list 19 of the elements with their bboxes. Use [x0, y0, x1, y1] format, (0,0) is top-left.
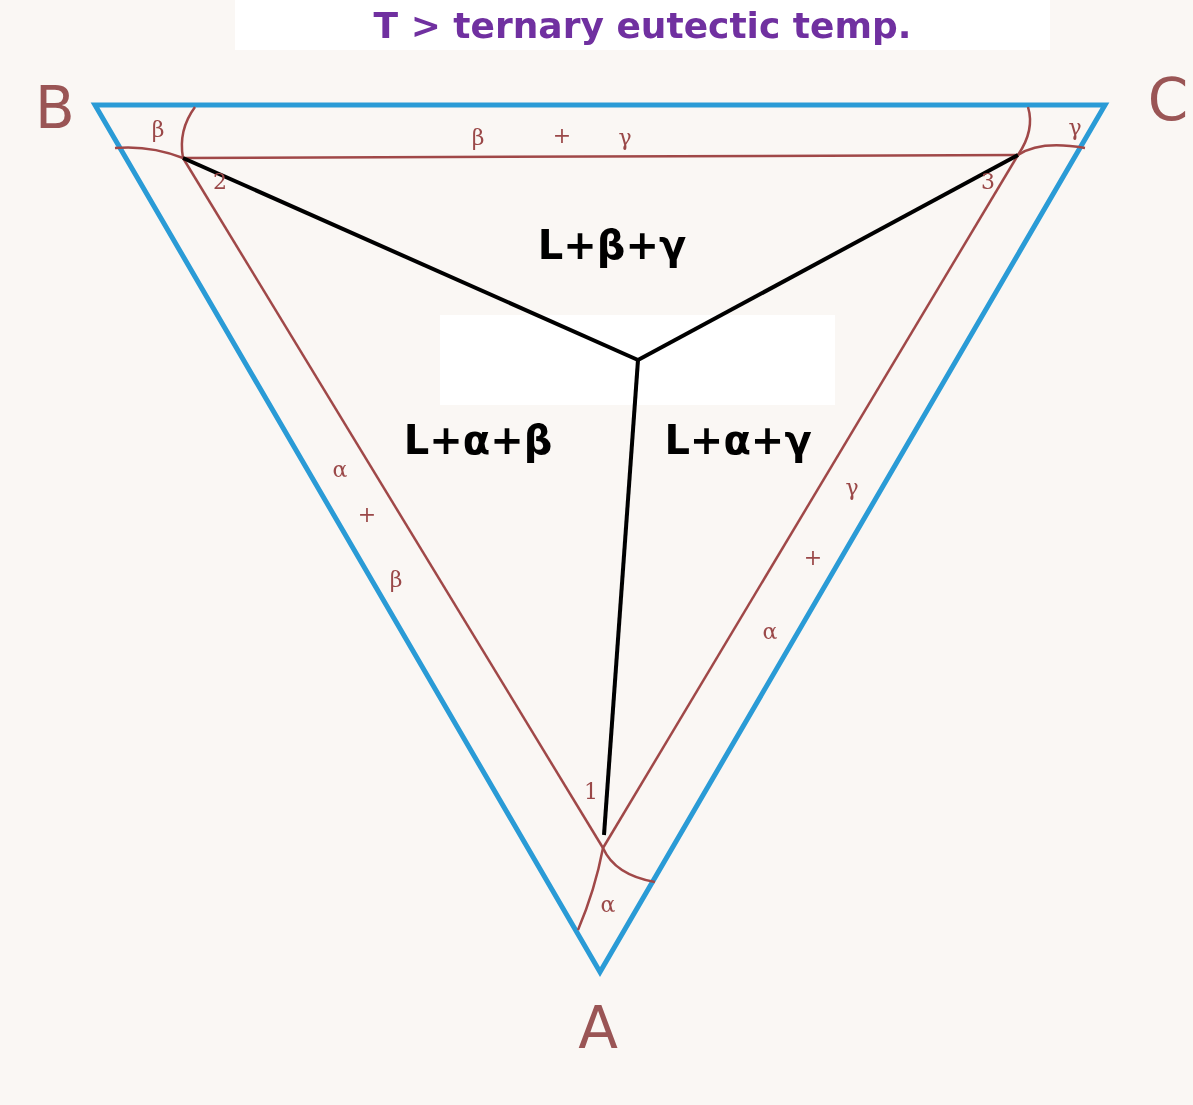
phase-label: +: [803, 547, 823, 569]
phase-label: β: [471, 127, 485, 149]
phase-label: 2: [213, 171, 227, 193]
phase-label: α: [762, 621, 778, 643]
vertex-label: C: [1147, 71, 1189, 129]
phase-label: α: [600, 894, 616, 916]
title: T > ternary eutectic temp.: [235, 0, 1050, 50]
phase-label: γ: [1068, 117, 1082, 139]
phase-label: α: [332, 459, 348, 481]
phase-label: γ: [845, 477, 859, 499]
phase-label: γ: [618, 127, 632, 149]
phase-label: 3: [981, 171, 995, 193]
phase-label: +: [357, 504, 377, 526]
phase-label: 1: [584, 781, 598, 803]
phase-label: +: [552, 125, 572, 147]
phase-label: β: [389, 569, 403, 591]
phase-label: β: [151, 119, 165, 141]
vertex-label: A: [578, 999, 618, 1057]
vertex-label: B: [35, 79, 75, 137]
